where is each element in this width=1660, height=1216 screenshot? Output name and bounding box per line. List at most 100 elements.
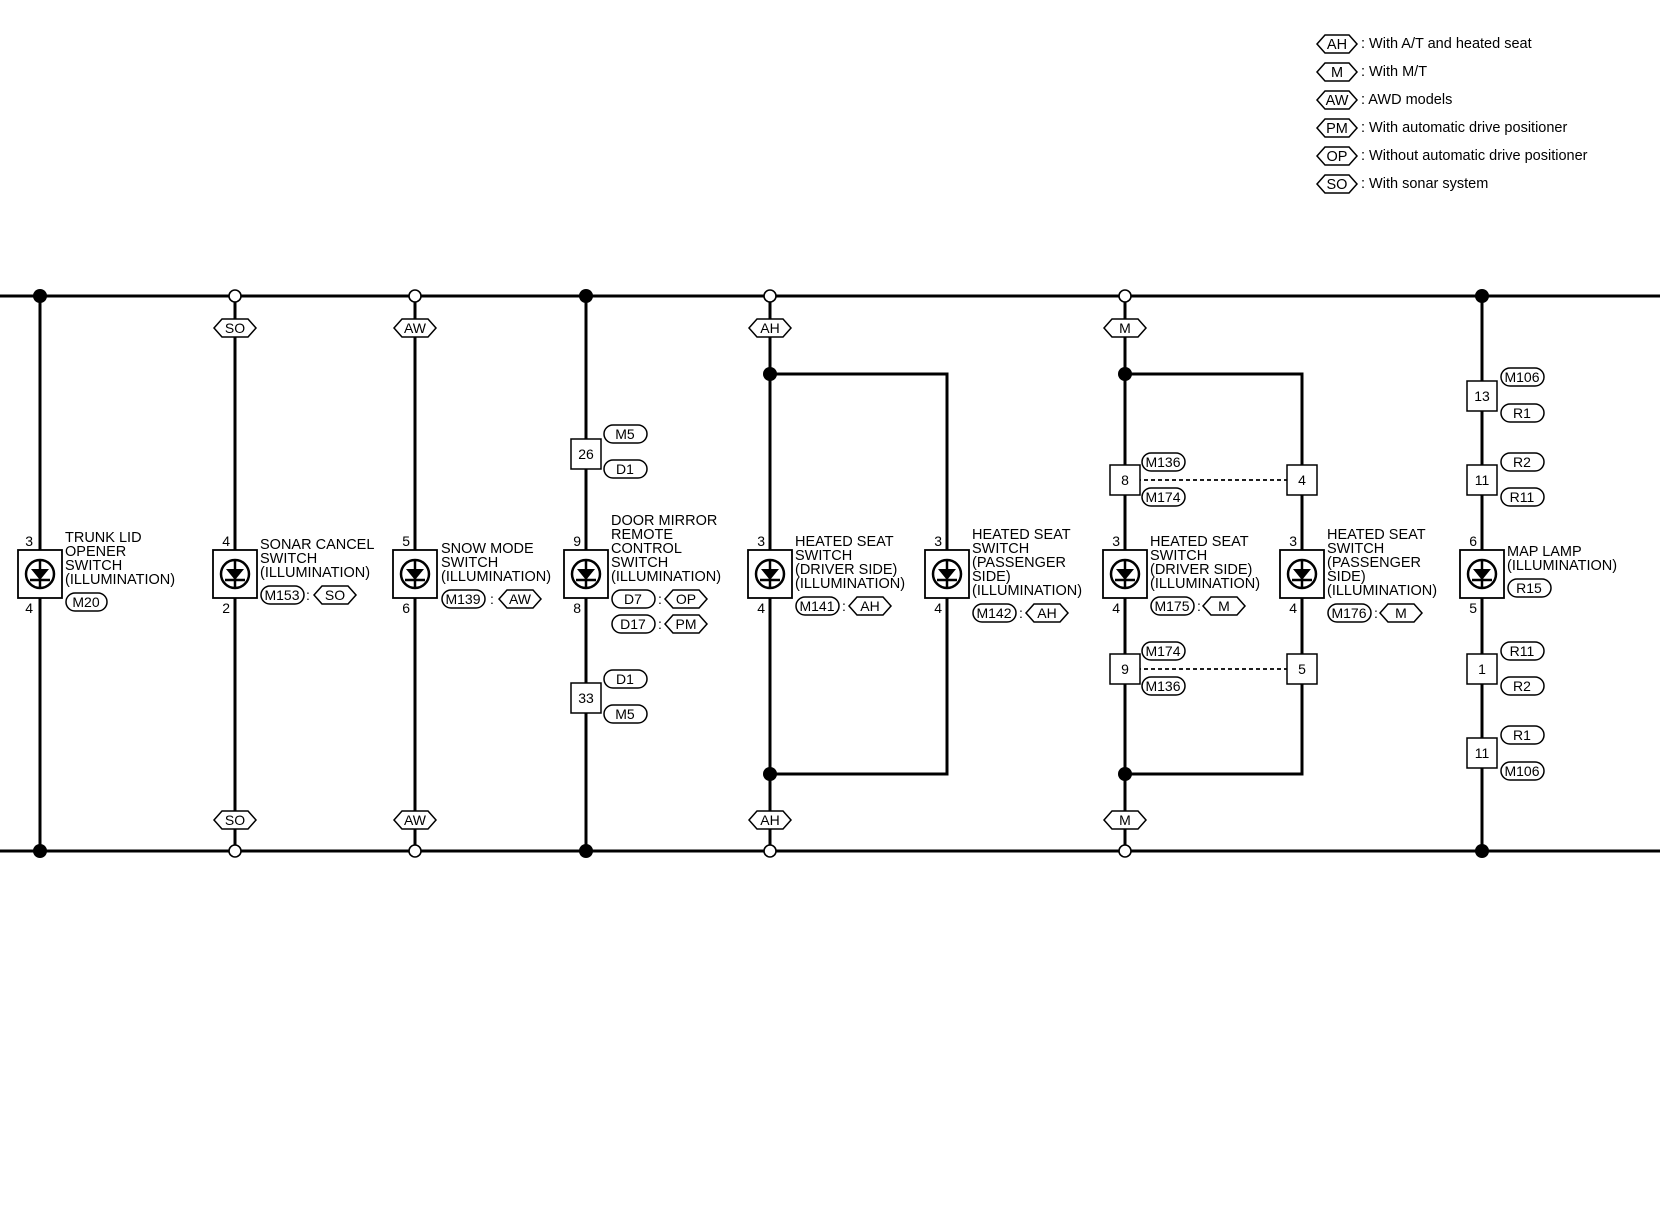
svg-text:SO: SO bbox=[225, 320, 245, 336]
connector-label: M139 bbox=[445, 591, 480, 607]
pin-number: 4 bbox=[1289, 600, 1297, 616]
legend-code: M bbox=[1331, 65, 1343, 81]
svg-text::: : bbox=[1374, 605, 1378, 621]
option-tag-ah-bottom: AH bbox=[747, 810, 793, 830]
legend-item-ah: AH : With A/T and heated seat bbox=[1315, 34, 1532, 54]
pin-number: 26 bbox=[578, 446, 594, 462]
option-tag-m-top: M bbox=[1102, 318, 1148, 338]
connector-label: M20 bbox=[72, 594, 99, 610]
pin-number: 11 bbox=[1475, 745, 1490, 761]
connector-label: D1 bbox=[616, 671, 634, 687]
svg-text:M: M bbox=[1218, 598, 1230, 614]
svg-text:OP: OP bbox=[676, 591, 696, 607]
lamp-icon bbox=[16, 548, 64, 600]
joint-connector-map-3: 1 R11 R2 bbox=[1466, 641, 1545, 696]
pin-number: 3 bbox=[25, 533, 33, 549]
heated-seat-switch-passenger-m: 3 4 HEATED SEAT SWITCH (PASSENGER SIDE) … bbox=[1278, 527, 1437, 623]
joint-connector-map-2: 11 R2 R11 bbox=[1466, 452, 1545, 507]
svg-text:SO: SO bbox=[325, 587, 345, 603]
legend-code: SO bbox=[1327, 177, 1348, 193]
heated-seat-switch-driver-ah: 3 4 HEATED SEAT SWITCH (DRIVER SIDE) (IL… bbox=[746, 533, 905, 616]
svg-text:AW: AW bbox=[404, 320, 427, 336]
svg-text::: : bbox=[490, 591, 494, 607]
legend-item-so: SO : With sonar system bbox=[1315, 174, 1488, 194]
component-label: HEATED SEAT SWITCH (PASSENGER SIDE) (ILL… bbox=[1327, 527, 1437, 599]
lamp-icon bbox=[923, 548, 971, 600]
joint-connector-map-4: 11 R1 M106 bbox=[1466, 725, 1545, 781]
component-label: SNOW MODE SWITCH (ILLUMINATION) bbox=[441, 541, 551, 585]
legend-item-op: OP : Without automatic drive positioner bbox=[1315, 146, 1588, 166]
pin-number: 8 bbox=[573, 600, 581, 616]
connector-label: M106 bbox=[1504, 763, 1539, 779]
pin-number: 4 bbox=[757, 600, 765, 616]
lamp-icon bbox=[1458, 548, 1506, 600]
heated-seat-switch-driver-m: 3 4 HEATED SEAT SWITCH (DRIVER SIDE) (IL… bbox=[1101, 533, 1260, 616]
connector-label: M174 bbox=[1145, 489, 1180, 505]
connector-label: R2 bbox=[1513, 678, 1531, 694]
legend-item-m: M : With M/T bbox=[1315, 62, 1427, 82]
pin-number: 3 bbox=[934, 533, 942, 549]
legend-text: : Without automatic drive positioner bbox=[1361, 148, 1588, 164]
connector-label: M175 bbox=[1154, 598, 1189, 614]
joint-connector-map-1: 13 M106 R1 bbox=[1466, 367, 1545, 423]
connector-label: R11 bbox=[1510, 643, 1535, 659]
component-label: MAP LAMP (ILLUMINATION) bbox=[1507, 544, 1617, 574]
pin-number: 9 bbox=[1121, 661, 1129, 677]
svg-text:AH: AH bbox=[760, 320, 779, 336]
map-lamp: 6 5 MAP LAMP (ILLUMINATION) R15 bbox=[1458, 533, 1617, 616]
lamp-icon bbox=[211, 548, 259, 600]
pin-number: 4 bbox=[25, 600, 33, 616]
shield-dashed-lines bbox=[1137, 479, 1290, 670]
legend-code: AH bbox=[1327, 37, 1347, 53]
joint-connector-hs-bottom-right: 5 bbox=[1286, 653, 1318, 685]
legend-text: : With automatic drive positioner bbox=[1361, 120, 1567, 136]
option-tag-aw-bottom: AW bbox=[392, 810, 438, 830]
legend-code: OP bbox=[1327, 149, 1348, 165]
connector-label: R15 bbox=[1516, 580, 1542, 596]
pin-number: 4 bbox=[222, 533, 230, 549]
connector-label: M136 bbox=[1145, 678, 1180, 694]
component-label: SONAR CANCEL SWITCH (ILLUMINATION) bbox=[260, 537, 378, 581]
door-mirror-remote-control-switch: 9 8 DOOR MIRROR REMOTE CONTROL SWITCH (I… bbox=[562, 513, 721, 634]
legend-text: : AWD models bbox=[1361, 92, 1452, 108]
connector-label: R1 bbox=[1513, 405, 1531, 421]
pin-number: 2 bbox=[222, 600, 230, 616]
lamp-icon bbox=[1101, 548, 1149, 600]
component-label: HEATED SEAT SWITCH (DRIVER SIDE) (ILLUMI… bbox=[1150, 534, 1260, 592]
joint-connector-hs-top-left: 8 M136 M174 bbox=[1109, 452, 1186, 507]
trunk-lid-opener-switch: 3 4 TRUNK LID OPENER SWITCH (ILLUMINATIO… bbox=[16, 530, 175, 616]
legend: AH : With A/T and heated seat M : With M… bbox=[1315, 34, 1588, 194]
connector-label: M106 bbox=[1504, 369, 1539, 385]
pin-number: 5 bbox=[1469, 600, 1477, 616]
option-tags: SO AW AH M SO AW AH M bbox=[212, 318, 1148, 830]
component-label: DOOR MIRROR REMOTE CONTROL SWITCH (ILLUM… bbox=[611, 513, 721, 585]
pin-number: 6 bbox=[402, 600, 410, 616]
svg-text:SO: SO bbox=[225, 812, 245, 828]
svg-text:M: M bbox=[1119, 812, 1131, 828]
connector-label: M136 bbox=[1145, 454, 1180, 470]
svg-text::: : bbox=[1019, 605, 1023, 621]
pin-number: 33 bbox=[578, 690, 594, 706]
svg-text:AH: AH bbox=[760, 812, 779, 828]
connector-label: M5 bbox=[615, 426, 635, 442]
option-tag-so-bottom: SO bbox=[212, 810, 258, 830]
pin-number: 8 bbox=[1121, 472, 1129, 488]
connector-label: M176 bbox=[1331, 605, 1366, 621]
heated-seat-switch-passenger-ah: 3 4 HEATED SEAT SWITCH (PASSENGER SIDE) … bbox=[923, 527, 1082, 623]
pin-number: 6 bbox=[1469, 533, 1477, 549]
joint-connector-hs-bottom-left: 9 M174 M136 bbox=[1109, 641, 1186, 696]
pin-number: 4 bbox=[934, 600, 942, 616]
connector-label: M142 bbox=[976, 605, 1011, 621]
pin-number: 5 bbox=[402, 533, 410, 549]
pin-number: 4 bbox=[1112, 600, 1120, 616]
sonar-cancel-switch: 4 2 SONAR CANCEL SWITCH (ILLUMINATION) M… bbox=[211, 533, 378, 616]
svg-text::: : bbox=[1197, 598, 1201, 614]
option-tag-m-bottom: M bbox=[1102, 810, 1148, 830]
pin-number: 5 bbox=[1298, 661, 1306, 677]
component-label: HEATED SEAT SWITCH (DRIVER SIDE) (ILLUMI… bbox=[795, 534, 905, 592]
legend-item-aw: AW : AWD models bbox=[1315, 90, 1452, 110]
option-points bbox=[228, 289, 1132, 858]
svg-text:M: M bbox=[1119, 320, 1131, 336]
svg-text::: : bbox=[842, 598, 846, 614]
joint-connector-hs-top-right: 4 bbox=[1286, 464, 1318, 496]
